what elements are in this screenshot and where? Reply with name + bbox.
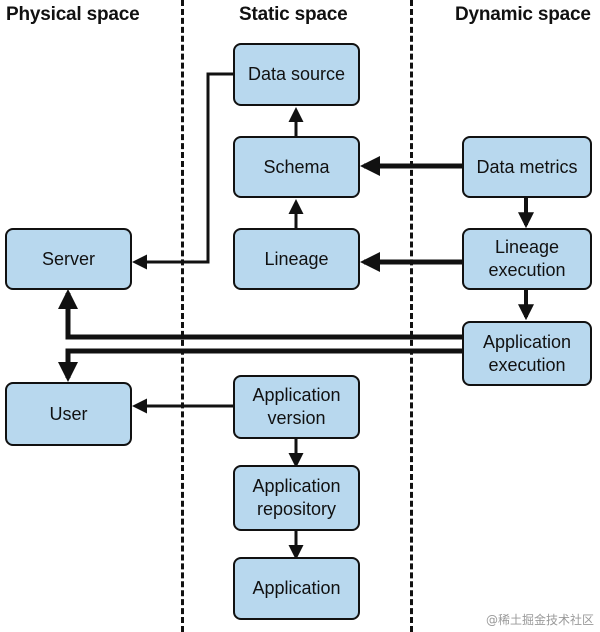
node-application-repository: Application repository [233,465,360,531]
heading-physical-space: Physical space [6,4,140,25]
divider-static-dynamic [410,0,413,632]
node-schema: Schema [233,136,360,198]
node-lineage-execution: Lineage execution [462,228,592,290]
heading-static-space: Static space [239,4,348,25]
heading-dynamic-space: Dynamic space [455,4,591,25]
node-application-execution: Application execution [462,321,592,386]
node-server: Server [5,228,132,290]
node-data-source: Data source [233,43,360,106]
watermark: @稀土掘金技术社区 [485,613,594,627]
node-application: Application [233,557,360,620]
node-application-version: Application version [233,375,360,439]
node-data-metrics: Data metrics [462,136,592,198]
node-user: User [5,382,132,446]
node-lineage: Lineage [233,228,360,290]
arrow-application-execution-to-user [58,348,462,382]
divider-physical-static [181,0,184,632]
arrow-application-execution-to-server [58,289,462,340]
arrow-data-source-to-server [132,72,233,270]
